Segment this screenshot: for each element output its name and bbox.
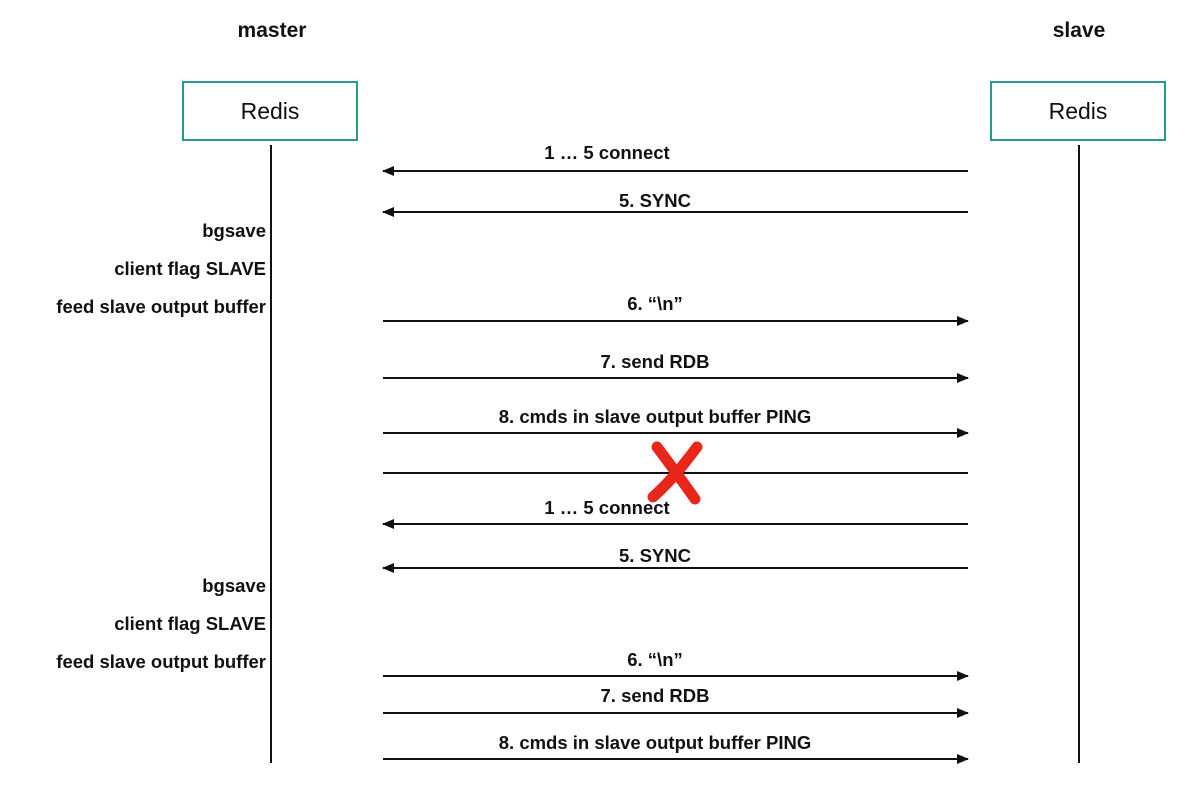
master-note-bgsave-1: bgsave <box>202 220 266 241</box>
master-title: master <box>237 19 307 42</box>
step-label-sync-1: 5. SYNC <box>619 190 691 211</box>
step-label-cmds-ping-1: 8. cmds in slave output buffer PING <box>498 406 812 427</box>
master-note-bgsave-2: bgsave <box>202 575 266 596</box>
step-label-send-rdb-1: 7. send RDB <box>600 351 710 372</box>
red-x-icon <box>647 441 703 505</box>
step-label-newline-1: 6. “\n” <box>627 293 683 314</box>
step-label-cmds-ping-2: 8. cmds in slave output buffer PING <box>498 732 812 753</box>
slave-redis-node: Redis <box>990 81 1166 141</box>
step-label-connect-2: 1 … 5 connect <box>544 497 670 518</box>
master-note-client-flag-2: client flag SLAVE <box>114 613 266 634</box>
slave-title: slave <box>1052 19 1106 42</box>
step-label-newline-2: 6. “\n” <box>627 649 683 670</box>
master-note-feed-buffer-2: feed slave output buffer <box>56 651 266 672</box>
master-redis-node: Redis <box>182 81 358 141</box>
step-label-sync-2: 5. SYNC <box>619 545 691 566</box>
step-label-connect-1: 1 … 5 connect <box>544 142 670 163</box>
master-note-client-flag-1: client flag SLAVE <box>114 258 266 279</box>
step-label-send-rdb-2: 7. send RDB <box>600 685 710 706</box>
master-note-feed-buffer-1: feed slave output buffer <box>56 296 266 317</box>
